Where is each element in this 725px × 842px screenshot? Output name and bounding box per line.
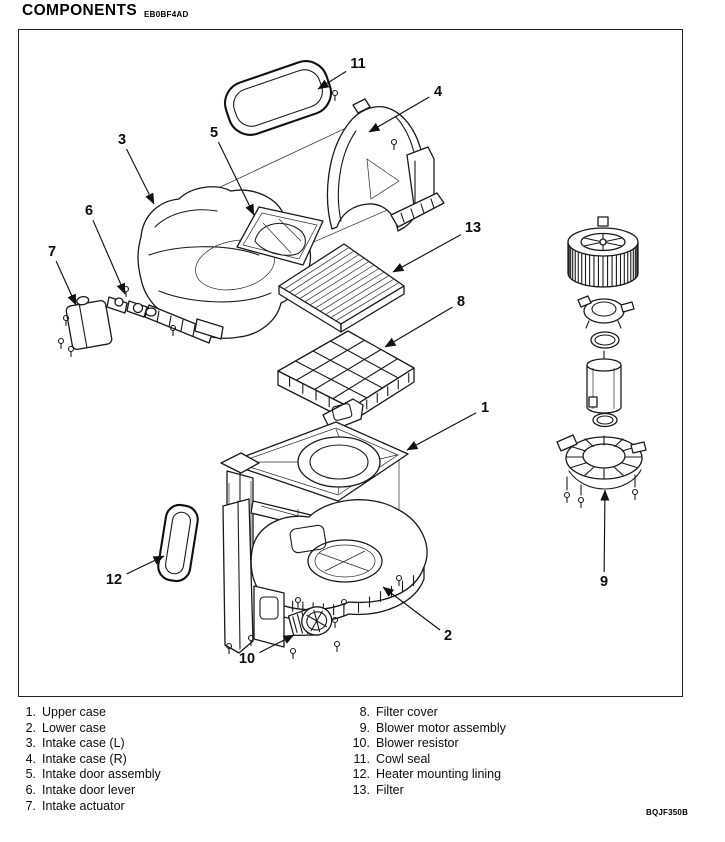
part-list-item-number: 4. <box>25 751 36 766</box>
part-lower-case <box>222 459 428 654</box>
part-list-item: 10. Blower resistor <box>348 736 506 752</box>
part-blower-motor-assembly <box>556 216 647 496</box>
callout-leader-11 <box>317 70 347 90</box>
part-list-item: 9. Blower motor assembly <box>348 721 506 737</box>
callout-leader-4 <box>368 96 430 133</box>
callout-label-6: 6 <box>85 203 93 219</box>
callout-leader-7 <box>55 260 77 306</box>
callout-leader-2 <box>382 586 441 631</box>
part-list-item-number: 11. <box>353 751 370 766</box>
part-list-item-number: 10. <box>352 736 370 751</box>
callout-label-9: 9 <box>600 574 608 590</box>
part-list-item: 4. Intake case (R) <box>22 752 161 768</box>
callout-label-2: 2 <box>444 628 452 644</box>
page-title: COMPONENTS <box>22 2 138 19</box>
part-blower-resistor <box>287 606 333 637</box>
part-list-item: 3. Intake case (L) <box>22 736 161 752</box>
callout-label-11: 11 <box>350 56 365 72</box>
part-list-item: 6. Intake door lever <box>22 783 161 799</box>
page-code: EB0BF4AD <box>144 10 189 19</box>
callout-label-7: 7 <box>48 244 56 260</box>
part-intake-case-l <box>137 186 312 344</box>
part-list-item: 11. Cowl seal <box>348 752 506 768</box>
part-list-item-number: 13. <box>352 782 370 797</box>
part-list-item-number: 7. <box>25 798 36 813</box>
part-list-item-number: 2. <box>25 720 36 735</box>
part-list-item: 12. Heater mounting lining <box>348 767 506 783</box>
callout-label-3: 3 <box>118 132 126 148</box>
callout-leader-5 <box>217 141 255 216</box>
part-list-item: 7. Intake actuator <box>22 799 161 815</box>
callout-label-8: 8 <box>457 294 465 310</box>
callout-leader-12 <box>126 555 165 575</box>
part-list-item-label: Heater mounting lining <box>376 767 502 782</box>
part-list-item-label: Intake door lever <box>42 782 136 797</box>
callout-label-10: 10 <box>239 651 255 667</box>
part-list-item-number: 3. <box>25 736 36 751</box>
part-list-item-number: 6. <box>25 782 36 797</box>
part-intake-door-assembly <box>236 206 324 266</box>
part-list-item-number: 5. <box>25 767 36 782</box>
part-heater-mounting-lining <box>157 503 199 583</box>
part-list-item-number: 12. <box>352 767 370 782</box>
part-list-item: 8. Filter cover <box>348 705 506 721</box>
part-list-item-label: Intake case (L) <box>42 736 125 751</box>
part-filter-cover <box>277 330 415 432</box>
part-list-item-label: Upper case <box>42 705 106 719</box>
part-list-item-label: Filter cover <box>376 705 438 719</box>
callout-label-12: 12 <box>106 572 122 588</box>
callout-leader-10 <box>259 634 295 654</box>
part-list-item: 13. Filter <box>348 783 506 799</box>
part-list-item-label: Filter <box>376 782 404 797</box>
callout-label-13: 13 <box>465 220 481 236</box>
parts-list-column-left: 1. Upper case 2. Lower case 3. Intake case (L… <box>22 705 161 814</box>
figure-code: BQJF350B <box>646 808 689 817</box>
part-list-item-label: Blower resistor <box>376 736 459 751</box>
part-list-item: 2. Lower case <box>22 721 161 737</box>
callout-label-5: 5 <box>210 125 218 141</box>
part-list-item-label: Intake case (R) <box>42 751 127 766</box>
part-list-item-label: Blower motor assembly <box>376 720 506 735</box>
callout-leader-1 <box>406 412 477 451</box>
part-list-item-label: Intake door assembly <box>42 767 161 782</box>
part-list-item: 5. Intake door assembly <box>22 767 161 783</box>
callout-leader-8 <box>384 306 453 348</box>
part-intake-door-lever <box>106 296 157 318</box>
part-list-item-number: 1. <box>25 705 36 719</box>
callout-leader-13 <box>392 234 462 273</box>
part-list-item-label: Intake actuator <box>42 798 125 813</box>
part-list-item-number: 8. <box>359 705 370 719</box>
callout-label-4: 4 <box>434 84 442 100</box>
callout-leader-6 <box>92 219 126 295</box>
callout-leader-9 <box>600 489 610 573</box>
callout-label-1: 1 <box>481 400 489 416</box>
part-list-item-label: Cowl seal <box>376 751 431 766</box>
part-list-item-label: Lower case <box>42 720 106 735</box>
part-list-item: 1. Upper case <box>22 705 161 721</box>
part-intake-actuator <box>65 296 113 350</box>
part-filter <box>278 243 405 333</box>
callout-leader-3 <box>125 148 155 205</box>
part-cowl-seal <box>224 60 332 136</box>
part-intake-case-r <box>326 98 445 232</box>
part-list-item-number: 9. <box>359 720 370 735</box>
